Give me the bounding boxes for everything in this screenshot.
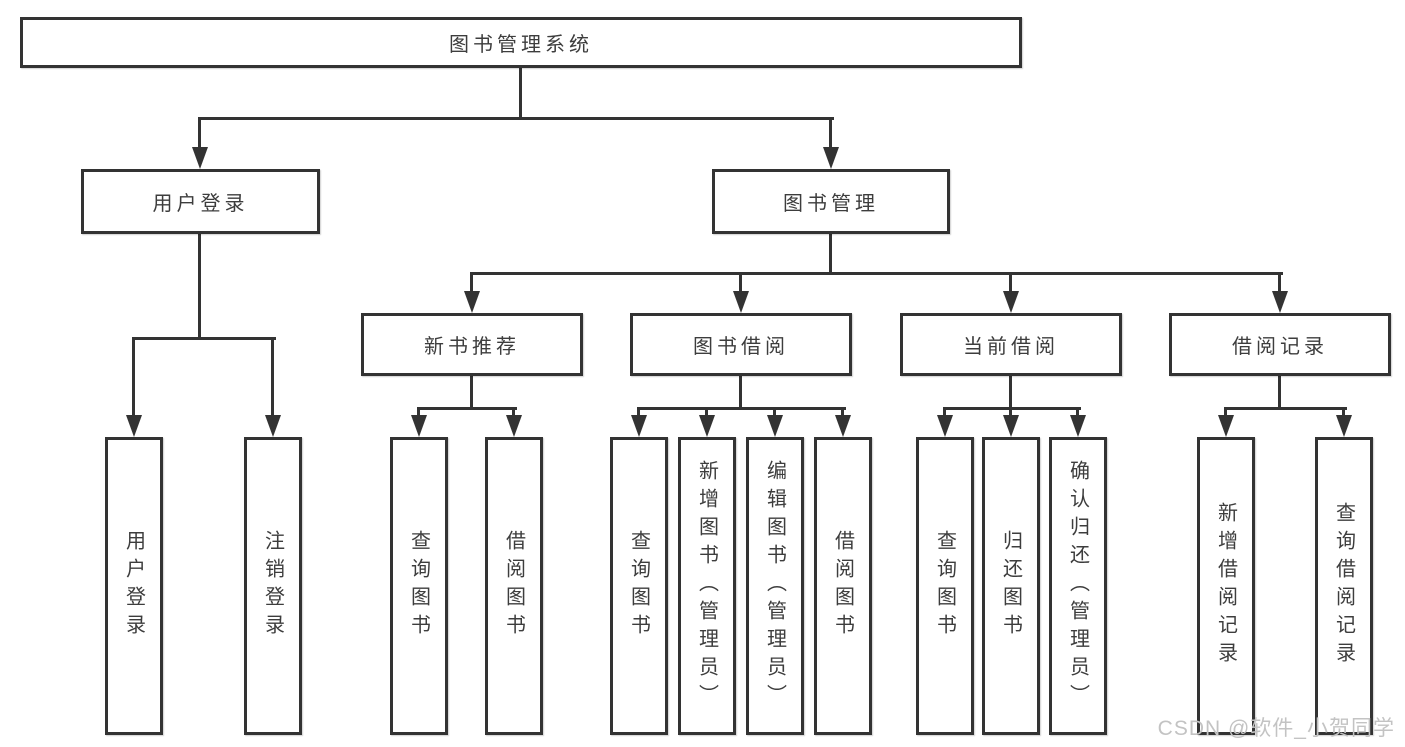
node-current-borrow-label: 当前借阅 (963, 336, 1059, 358)
connector-user-login-stem (198, 234, 201, 337)
arrow-down-icon (1003, 415, 1019, 437)
node-leaf-query-borrow-record: 查询借阅记录 (1315, 437, 1373, 735)
node-leaf-confirm-return-admin-label: 确认归还（管理员） (1066, 460, 1089, 712)
connector-borrow-records-drop (1278, 272, 1281, 292)
node-leaf-confirm-return-admin: 确认归还（管理员） (1049, 437, 1107, 735)
arrow-down-icon (1218, 415, 1234, 437)
node-leaf-logout: 注销登录 (244, 437, 302, 735)
node-leaf-newbook-query-books-label: 查询图书 (407, 530, 430, 642)
connector-book-borrow-drop (739, 272, 742, 292)
node-leaf-return-books: 归还图书 (982, 437, 1040, 735)
node-book-borrow-label: 图书借阅 (693, 336, 789, 358)
connector-leaf-drop (773, 407, 776, 417)
node-leaf-borrow-books: 借阅图书 (814, 437, 872, 735)
connector-leaf-drop (705, 407, 708, 417)
connector-root-stem (519, 68, 522, 117)
arrow-down-icon (1272, 291, 1288, 313)
connector-user-login-drop (198, 117, 201, 149)
connector-leaf-drop (637, 407, 640, 417)
connector-current-borrow-drop (1009, 272, 1012, 292)
arrow-down-icon (835, 415, 851, 437)
node-leaf-add-borrow-record-label: 新增借阅记录 (1214, 502, 1237, 670)
node-leaf-add-books-admin: 新增图书（管理员） (678, 437, 736, 735)
connector-leaf-drop (943, 407, 946, 417)
arrow-down-icon (631, 415, 647, 437)
arrow-down-icon (1003, 291, 1019, 313)
connector-leaf-drop (841, 407, 844, 417)
node-leaf-user-login-label: 用户登录 (122, 530, 145, 642)
node-leaf-borrow-books-label: 借阅图书 (831, 530, 854, 642)
connector-book-mgmt-drop (829, 117, 832, 149)
node-leaf-current-query-books-label: 查询图书 (933, 530, 956, 642)
arrow-down-icon (733, 291, 749, 313)
connector-leaf-drop (512, 407, 515, 417)
node-new-book-rec-label: 新书推荐 (424, 336, 520, 358)
arrow-down-icon (1070, 415, 1086, 437)
connector-leaf-drop (1076, 407, 1079, 417)
arrow-down-icon (506, 415, 522, 437)
connector-borrow-records-stem (1278, 376, 1281, 407)
connector-new-book-stem (470, 376, 473, 407)
node-leaf-edit-books-admin-label: 编辑图书（管理员） (763, 460, 786, 712)
arrow-down-icon (411, 415, 427, 437)
connector-book-mgmt-stem (829, 234, 832, 272)
connector-leaf-drop (1009, 407, 1012, 417)
connector-current-borrow-stem (1009, 376, 1012, 407)
connector-new-book-drop (470, 272, 473, 292)
connector-book-mgmt-branch (470, 272, 1283, 275)
arrow-down-icon (823, 147, 839, 169)
node-book-mgmt: 图书管理 (712, 169, 950, 234)
connector-root-branch (198, 117, 834, 120)
connector-user-login-branch (132, 337, 276, 340)
connector-book-borrow-branch (637, 407, 846, 410)
connector-leaf-drop (417, 407, 420, 417)
node-root-label: 图书管理系统 (449, 34, 593, 56)
arrow-down-icon (265, 415, 281, 437)
csdn-watermark: CSDN @软件_小贺同学 (1157, 717, 1395, 740)
connector-leaf-drop (132, 337, 135, 417)
node-leaf-current-query-books: 查询图书 (916, 437, 974, 735)
connector-leaf-drop (1342, 407, 1345, 417)
node-leaf-return-books-label: 归还图书 (999, 530, 1022, 642)
connector-book-borrow-stem (739, 376, 742, 407)
arrow-down-icon (126, 415, 142, 437)
connector-leaf-drop (1224, 407, 1227, 417)
node-leaf-user-login: 用户登录 (105, 437, 163, 735)
node-leaf-add-books-admin-label: 新增图书（管理员） (695, 460, 718, 712)
node-borrow-records: 借阅记录 (1169, 313, 1391, 376)
node-leaf-newbook-query-books: 查询图书 (390, 437, 448, 735)
node-borrow-records-label: 借阅记录 (1232, 336, 1328, 358)
node-user-login-label: 用户登录 (152, 193, 249, 215)
node-leaf-borrow-query-books-label: 查询图书 (627, 530, 650, 642)
node-leaf-borrow-query-books: 查询图书 (610, 437, 668, 735)
node-user-login: 用户登录 (81, 169, 320, 234)
node-leaf-add-borrow-record: 新增借阅记录 (1197, 437, 1255, 735)
arrow-down-icon (699, 415, 715, 437)
arrow-down-icon (937, 415, 953, 437)
node-leaf-edit-books-admin: 编辑图书（管理员） (746, 437, 804, 735)
arrow-down-icon (464, 291, 480, 313)
node-leaf-logout-label: 注销登录 (261, 530, 284, 642)
arrow-down-icon (1336, 415, 1352, 437)
connector-current-borrow-branch (943, 407, 1081, 410)
arrow-down-icon (767, 415, 783, 437)
connector-leaf-drop (271, 337, 274, 417)
node-new-book-rec: 新书推荐 (361, 313, 583, 376)
connector-borrow-records-branch (1224, 407, 1347, 410)
arrow-down-icon (192, 147, 208, 169)
node-leaf-newbook-borrow-books: 借阅图书 (485, 437, 543, 735)
connector-new-book-branch (417, 407, 517, 410)
node-book-borrow: 图书借阅 (630, 313, 852, 376)
node-book-mgmt-label: 图书管理 (783, 193, 879, 215)
node-leaf-newbook-borrow-books-label: 借阅图书 (502, 530, 525, 642)
node-leaf-query-borrow-record-label: 查询借阅记录 (1332, 502, 1355, 670)
node-current-borrow: 当前借阅 (900, 313, 1122, 376)
node-root-library-system: 图书管理系统 (20, 17, 1022, 68)
